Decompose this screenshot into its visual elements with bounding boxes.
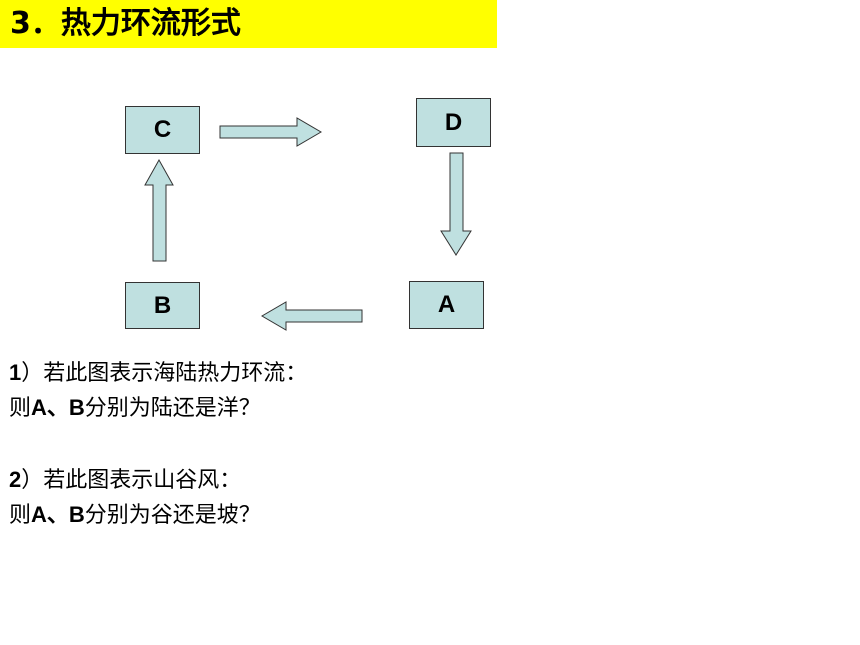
question-2-suffix: 分别为谷还是坡？	[84, 503, 261, 528]
question-1-line-2: 则A、B分别为陆还是洋？	[9, 391, 261, 426]
question-1-text: ）若此图表示海陆热力环流：	[21, 361, 308, 386]
title-bar: 3．热力环流形式	[0, 0, 497, 48]
question-2-line-2: 则A、B分别为谷还是坡？	[9, 498, 261, 533]
page-title: 3．热力环流形式	[10, 6, 241, 41]
question-2-bold: A、B	[31, 502, 85, 527]
question-2-line-1: 2）若此图表示山谷风：	[9, 463, 241, 498]
question-1-line-1: 1）若此图表示海陆热力环流：	[9, 356, 307, 391]
node-c: C	[125, 106, 200, 154]
arrow-c-to-d	[219, 117, 322, 147]
question-1-prefix: 则	[9, 396, 32, 421]
node-d: D	[416, 98, 491, 147]
question-1-bold: A、B	[31, 395, 85, 420]
question-1-suffix: 分别为陆还是洋？	[84, 396, 261, 421]
question-2-text: ）若此图表示山谷风：	[21, 468, 242, 493]
question-2-prefix: 则	[9, 503, 32, 528]
node-b: B	[125, 282, 200, 329]
question-1-number: 1	[9, 360, 22, 385]
question-2-number: 2	[9, 467, 22, 492]
arrow-d-to-a	[440, 152, 472, 256]
arrow-a-to-b	[261, 301, 363, 331]
arrow-b-to-c	[144, 158, 174, 262]
node-a: A	[409, 281, 484, 329]
